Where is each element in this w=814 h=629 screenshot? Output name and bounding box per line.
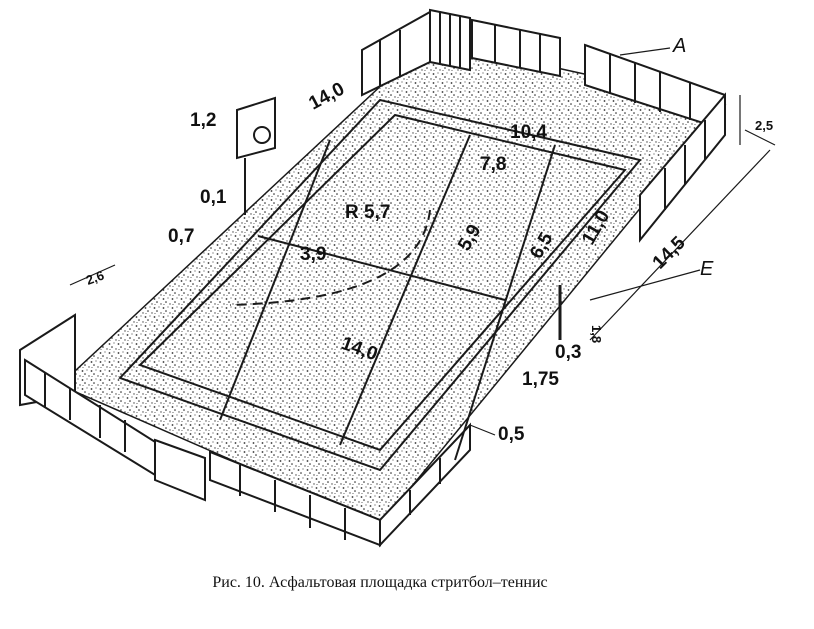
label-7-8: 7,8 (480, 154, 506, 175)
label-0-1: 0,1 (200, 187, 227, 208)
label-e: Е (700, 258, 714, 280)
label-r5-7: R 5,7 (345, 202, 390, 223)
label-14-5: 14,5 (649, 232, 690, 273)
court-markings (118, 98, 642, 472)
label-1-2: 1,2 (190, 110, 216, 131)
label-1-8: 1,8 (589, 325, 604, 343)
label-2-6: 2,6 (84, 268, 106, 288)
label-14-0-top: 14,0 (305, 79, 348, 115)
fence-back (361, 8, 726, 132)
label-0-5: 0,5 (498, 424, 525, 445)
label-a: А (672, 35, 686, 57)
figure-caption: Рис. 10. Асфальтовая площадка стритбол–т… (212, 574, 548, 591)
label-3-9: 3,9 (300, 244, 326, 265)
dimension-lines (69, 47, 776, 436)
fence-right (639, 92, 726, 243)
label-0-3: 0,3 (555, 342, 581, 363)
label-2-5: 2,5 (755, 118, 773, 133)
basket-post (236, 96, 276, 215)
free-throw-arc (229, 209, 431, 306)
label-1-75: 1,75 (522, 369, 559, 390)
dimension-labels: А Е 1,2 14,0 10,4 7,8 2,5 0,1 R 5,7 0,7 … (84, 35, 773, 445)
fence-front (19, 313, 471, 548)
label-10-4: 10,4 (510, 122, 547, 143)
label-0-7: 0,7 (168, 226, 194, 247)
